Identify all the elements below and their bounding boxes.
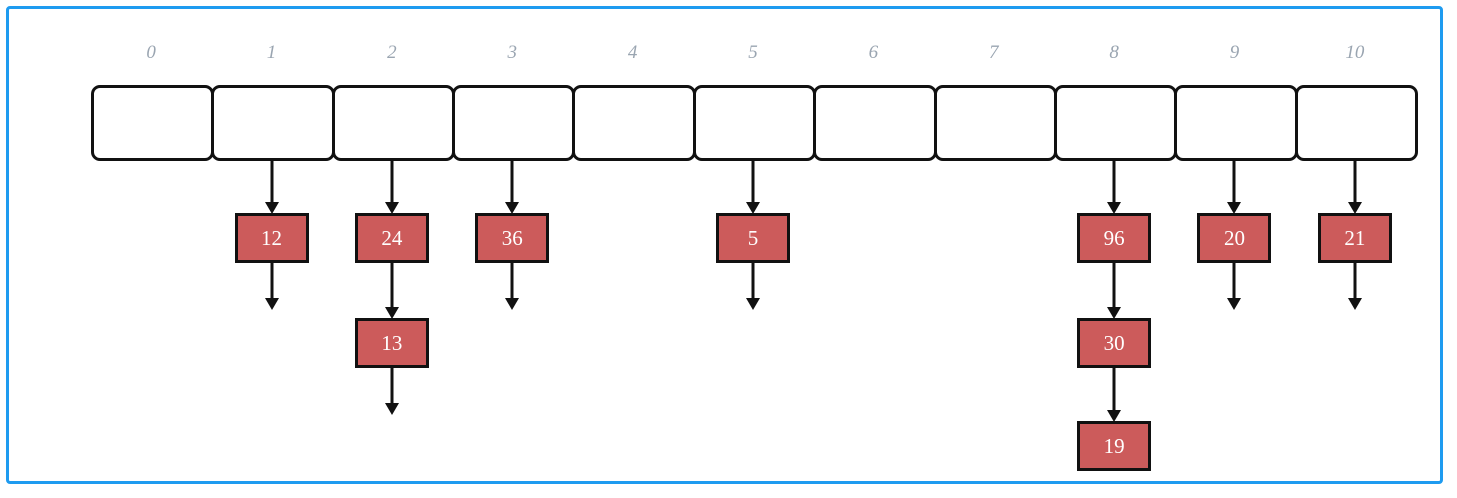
slot-index-label-5: 5: [748, 42, 758, 63]
slot-index-label-2: 2: [387, 42, 397, 63]
chain-node-9-0[interactable]: 20: [1197, 213, 1272, 263]
slot-index-label-1: 1: [266, 42, 277, 63]
null-pointer-5: [751, 263, 755, 299]
chain-node-2-0[interactable]: 24: [354, 213, 429, 263]
chain-link-3-0: [510, 161, 514, 203]
chain-node-10-0[interactable]: 21: [1317, 213, 1392, 263]
null-pointer-1-head: [264, 298, 279, 310]
null-pointer-2-head: [384, 403, 399, 415]
chain-link-10-0: [1353, 161, 1357, 203]
hash-slot-0[interactable]: [91, 85, 215, 161]
chain-link-5-0: [751, 161, 755, 203]
null-pointer-3: [510, 263, 514, 299]
chain-link-8-2: [1112, 368, 1116, 411]
null-pointer-9: [1232, 263, 1236, 299]
chain-link-8-0-head: [1107, 202, 1122, 214]
hash-slot-1[interactable]: [211, 85, 335, 161]
chain-link-8-2-head: [1107, 410, 1122, 422]
hash-slot-6[interactable]: [813, 85, 937, 161]
chain-link-2-0: [390, 161, 394, 203]
hash-slot-5[interactable]: [692, 85, 817, 161]
slot-index-label-7: 7: [988, 42, 999, 63]
slot-index-label-9: 9: [1229, 42, 1240, 63]
chain-node-8-0[interactable]: 96: [1077, 213, 1152, 263]
chain-link-9-0: [1232, 161, 1236, 203]
chain-node-3-0[interactable]: 36: [475, 213, 550, 263]
chain-link-9-0-head: [1227, 202, 1242, 214]
chain-link-1-0: [270, 161, 274, 203]
slot-index-label-0: 0: [146, 42, 156, 63]
chain-link-8-1-head: [1107, 307, 1122, 319]
null-pointer-10: [1353, 263, 1357, 299]
hash-slot-8[interactable]: [1053, 85, 1178, 161]
null-pointer-9-head: [1227, 298, 1242, 310]
chain-link-3-0-head: [505, 202, 520, 214]
chain-link-10-0-head: [1347, 202, 1362, 214]
null-pointer-2: [390, 368, 394, 404]
chain-link-2-0-head: [384, 202, 399, 214]
chain-link-1-0-head: [264, 202, 279, 214]
chain-node-5-0[interactable]: 5: [716, 213, 790, 263]
chain-link-8-1: [1112, 263, 1116, 308]
slot-index-label-10: 10: [1345, 42, 1365, 63]
null-pointer-3-head: [505, 298, 520, 310]
chain-node-2-1[interactable]: 13: [354, 318, 429, 368]
hash-slot-10[interactable]: [1294, 85, 1418, 161]
null-pointer-5-head: [746, 298, 760, 310]
slot-index-label-6: 6: [868, 42, 879, 63]
hash-slot-2[interactable]: [331, 85, 456, 161]
hash-slot-3[interactable]: [452, 85, 576, 161]
slot-index-label-8: 8: [1109, 42, 1119, 63]
slot-index-label-3: 3: [507, 42, 518, 63]
chain-link-8-0: [1112, 161, 1116, 203]
null-pointer-10-head: [1347, 298, 1362, 310]
chain-link-2-1-head: [384, 307, 399, 319]
hash-slot-9[interactable]: [1174, 85, 1298, 161]
chain-node-8-2[interactable]: 19: [1077, 421, 1152, 471]
slot-index-label-4: 4: [627, 42, 638, 63]
chain-node-1-0[interactable]: 12: [234, 213, 309, 263]
hash-slot-4[interactable]: [572, 85, 696, 161]
null-pointer-1: [270, 263, 274, 299]
chain-link-2-1: [390, 263, 394, 308]
chain-node-8-1[interactable]: 30: [1077, 318, 1152, 368]
chain-link-5-0-head: [746, 202, 760, 214]
hash-slot-7[interactable]: [933, 85, 1057, 161]
